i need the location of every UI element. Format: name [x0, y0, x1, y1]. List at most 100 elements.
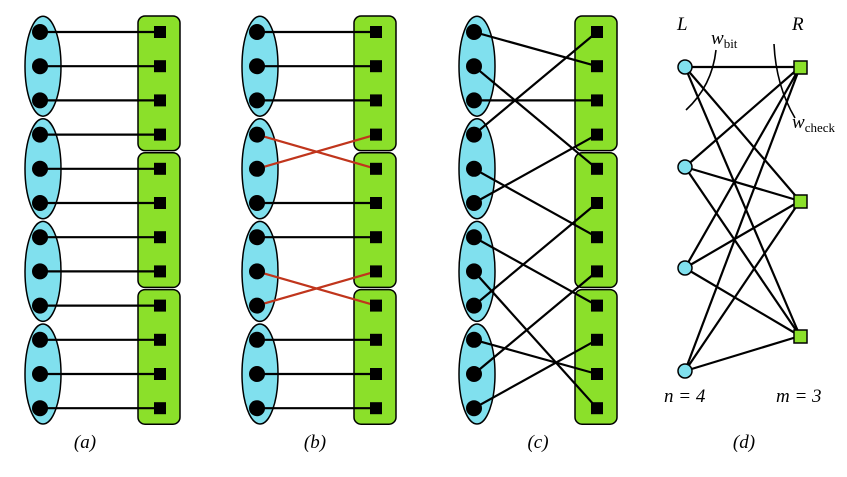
variable-node	[249, 195, 265, 211]
edge	[473, 270, 598, 409]
check-node	[370, 60, 382, 73]
variable-node	[466, 229, 482, 246]
check-node	[370, 368, 382, 380]
check-group	[574, 288, 618, 425]
edge	[684, 166, 801, 337]
left-node	[677, 363, 693, 379]
right-node	[793, 60, 808, 75]
right-set-label: R	[792, 14, 804, 35]
variable-node	[32, 263, 48, 280]
check-node	[370, 265, 382, 278]
variable-node	[249, 400, 265, 417]
check-node	[591, 368, 603, 380]
crossed-edge	[256, 133, 377, 170]
edge	[684, 66, 801, 168]
left-node	[677, 159, 693, 175]
crossed-edge	[256, 270, 377, 307]
check-node	[370, 231, 382, 244]
variable-node	[466, 400, 482, 417]
left-set-label: L	[677, 14, 688, 35]
variable-node	[466, 263, 482, 280]
variable-node	[32, 400, 48, 417]
w-check-subscript: check	[804, 120, 835, 135]
edge	[473, 65, 598, 170]
caption-c: (c)	[527, 432, 549, 453]
w-bit-subscript: bit	[723, 36, 738, 51]
check-node	[154, 60, 166, 73]
edge	[684, 334, 801, 373]
variable-node	[32, 195, 48, 211]
panel-a-graph	[24, 15, 181, 425]
edge	[684, 200, 801, 269]
edge	[683, 66, 802, 337]
m-label: m = 3	[776, 386, 822, 407]
check-node	[370, 94, 382, 107]
caption-d: (d)	[732, 432, 756, 453]
w-bit-label: wbit	[711, 28, 738, 51]
variable-node	[32, 24, 48, 40]
variable-node	[32, 58, 48, 75]
edge	[473, 202, 598, 307]
check-node	[154, 402, 166, 415]
check-node	[154, 26, 166, 38]
variable-node	[466, 24, 482, 40]
variable-node	[249, 229, 265, 246]
panel-d-bipartite-graph	[677, 43, 808, 379]
panel-c-graph	[458, 15, 618, 425]
edge	[684, 200, 801, 372]
check-node	[154, 265, 166, 278]
edge	[683, 66, 802, 372]
variable-node	[249, 263, 265, 280]
edge	[473, 167, 598, 239]
variable-node	[466, 331, 482, 348]
check-node	[154, 333, 166, 346]
variable-node	[32, 366, 48, 382]
variable-node	[32, 92, 48, 109]
check-node	[154, 162, 166, 175]
check-node	[591, 197, 603, 209]
w-check-arc	[773, 43, 796, 119]
w-check-label: wcheck	[792, 112, 835, 135]
check-node	[154, 299, 166, 312]
variable-node	[32, 297, 48, 314]
check-node	[154, 231, 166, 244]
check-group	[137, 15, 181, 152]
variable-node	[466, 126, 482, 143]
check-node	[154, 368, 166, 380]
variable-node	[466, 58, 482, 75]
check-group	[353, 152, 397, 289]
check-node	[370, 26, 382, 38]
w-bit-arc	[685, 49, 717, 111]
variable-node	[249, 331, 265, 348]
n-label: n = 4	[664, 386, 706, 407]
variable-node	[249, 24, 265, 40]
check-node	[154, 94, 166, 107]
w-check-base: w	[792, 112, 805, 133]
check-node	[591, 128, 603, 141]
edge	[473, 338, 598, 410]
check-group	[353, 288, 397, 425]
check-node	[370, 333, 382, 346]
check-node	[154, 197, 166, 209]
variable-node	[32, 160, 48, 177]
check-group	[137, 288, 181, 425]
variable-node	[249, 58, 265, 75]
check-node	[370, 197, 382, 209]
check-node	[154, 128, 166, 141]
variable-node	[466, 366, 482, 382]
variable-node	[466, 92, 482, 109]
check-node	[591, 265, 603, 278]
variable-node	[466, 297, 482, 314]
variable-node	[249, 126, 265, 143]
check-group	[353, 15, 397, 152]
check-group	[137, 152, 181, 289]
edge	[684, 165, 801, 203]
variable-node	[32, 126, 48, 143]
left-node	[677, 260, 693, 276]
variable-node	[466, 195, 482, 211]
check-node	[591, 162, 603, 175]
check-node	[370, 128, 382, 141]
variable-node	[249, 366, 265, 382]
edge	[473, 338, 598, 376]
